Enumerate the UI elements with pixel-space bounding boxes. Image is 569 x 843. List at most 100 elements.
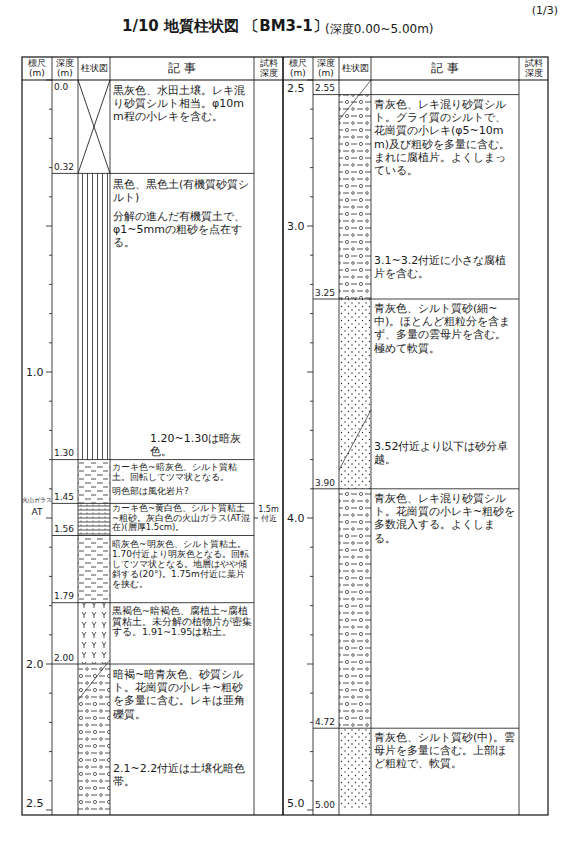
- scale-tick: [49, 634, 52, 635]
- scale-tick: [46, 80, 52, 81]
- log-text: 1.5m付近: [255, 506, 282, 524]
- scale-tick: [310, 605, 313, 606]
- log-text: 4.72: [315, 717, 339, 727]
- scale-tick: [49, 751, 52, 752]
- scale-tick: [49, 313, 52, 314]
- log-text: 深度 (m): [313, 58, 339, 78]
- scale-tick: [310, 459, 313, 460]
- scale-tick: [310, 751, 313, 752]
- scale-tick: [49, 109, 52, 110]
- log-text: 0.32: [54, 162, 78, 172]
- scale-tick: [310, 284, 313, 285]
- scale-tick: [307, 664, 313, 665]
- log-text: 3.52付近より以下は砂分卓越。: [374, 440, 516, 466]
- scale-tick: [49, 167, 52, 168]
- log-text: 火山ガラス: [22, 497, 52, 504]
- log-text: 標尺 (m): [22, 58, 52, 78]
- log-text: 柱状図: [339, 63, 371, 73]
- log-text: 標尺 (m): [283, 58, 313, 78]
- log-text: 試料深度: [259, 58, 279, 78]
- scale-tick: [307, 226, 313, 227]
- scale-tick: [310, 576, 313, 577]
- scale-tick: [310, 401, 313, 402]
- scale-tick: [49, 138, 52, 139]
- log-text: 3.90: [315, 478, 339, 488]
- scale-tick: [49, 196, 52, 197]
- scale-tick: [49, 488, 52, 489]
- log-text: 2.55: [315, 83, 339, 93]
- scale-tick: [49, 780, 52, 781]
- scale-tick: [49, 547, 52, 548]
- log-text: 深度 (m): [52, 58, 78, 78]
- log-text: 黒褐色~暗褐色、腐植土~腐植質粘土。未分解の植物片が密集する。1.91~1.95…: [112, 606, 252, 638]
- log-text: 青灰色、シルト質砂(中)。雲母片を多量に含む。上部ほど粗粒で、軟質。: [374, 731, 516, 771]
- scale-tick: [307, 372, 313, 373]
- log-text: 柱状図: [78, 63, 110, 73]
- scale-tick: [307, 80, 313, 81]
- log-text: 1.30: [54, 448, 78, 458]
- scale-tick: [310, 488, 313, 489]
- log-text: 暗褐~暗青灰色、砂質シルト。花崗質の小レキ~粗砂を多量に含む。レキは亜角礫質。: [113, 668, 251, 721]
- log-text: 2.5: [287, 82, 309, 95]
- scale-tick: [310, 342, 313, 343]
- scale-tick: [49, 576, 52, 577]
- log-text: 1.56: [54, 524, 78, 534]
- log-text: AT: [26, 507, 48, 517]
- scale-tick: [307, 810, 313, 811]
- scale-tick: [310, 255, 313, 256]
- log-text: (深度0.00~5.00m): [325, 22, 485, 36]
- scale-tick: [310, 693, 313, 694]
- log-text: 青灰色、レキ混り砂質シルト。グライ質のシルトで、花崗質の小レキ(φ5~10mm)…: [374, 98, 516, 177]
- log-text: 暗灰色~明灰色、シルト質粘土。1.70付近より明灰色となる。回転してツマ状となる…: [112, 539, 252, 589]
- log-text: 青灰色、シルト質砂(細~中)。ほとんど粗粒分を含まず、多量の雲母片を含む。極めて…: [374, 302, 516, 355]
- log-text: 黒灰色、水田土壌。レキ混り砂質シルト相当。φ10mm程の小レキを含む。: [113, 84, 251, 124]
- scale-tick: [49, 255, 52, 256]
- log-text: 0.0: [54, 82, 78, 92]
- scale-tick: [310, 313, 313, 314]
- scale-tick: [310, 430, 313, 431]
- log-text: 記 事: [110, 61, 254, 75]
- scale-tick: [310, 634, 313, 635]
- scale-tick: [46, 372, 52, 373]
- log-text: 3.25: [315, 288, 339, 298]
- log-text: 5.0: [287, 797, 309, 810]
- log-text: 1.20~1.30は暗灰色。: [150, 432, 252, 458]
- scale-tick: [310, 167, 313, 168]
- scale-tick: [307, 518, 313, 519]
- log-text: (1/3): [510, 4, 558, 17]
- scale-tick: [310, 138, 313, 139]
- log-text: 3.1~3.2付近に小さな腐植片を含む。: [374, 254, 516, 280]
- scale-tick: [310, 722, 313, 723]
- scale-tick: [46, 226, 52, 227]
- log-text: 2.0: [26, 658, 48, 671]
- scale-tick: [310, 109, 313, 110]
- log-text: 4.0: [287, 512, 309, 525]
- scale-tick: [49, 401, 52, 402]
- scale-tick: [49, 342, 52, 343]
- log-text: カーキ色~黄白色、シルト質粘土~粗砂。灰白色の火山ガラス(AT混在)(層厚1.5…: [112, 504, 252, 533]
- log-text: 5.00: [315, 800, 339, 810]
- log-title: 1/10 地質柱状図 〔BM3-1〕: [122, 17, 328, 36]
- log-text: 黒色、黒色土(有機質砂質シルト): [113, 178, 251, 204]
- log-text: 青灰色、レキ混り砂質シルト。花崗質の小レキ~粗砂を多数混入する。よくしまる。: [374, 492, 516, 545]
- scale-tick: [49, 722, 52, 723]
- log-text: 試料深度: [524, 58, 544, 78]
- log-text: カーキ色~暗灰色、シルト質粘土。回転してツマ状となる。: [112, 462, 252, 482]
- scale-tick: [310, 780, 313, 781]
- log-text: 記 事: [371, 61, 519, 75]
- scale-tick: [46, 810, 52, 811]
- log-text: 3.0: [287, 220, 309, 233]
- scale-tick: [49, 459, 52, 460]
- scale-tick: [310, 547, 313, 548]
- log-text: 明色部は風化岩片?: [112, 486, 252, 496]
- scale-tick: [49, 284, 52, 285]
- log-text: 1.79: [54, 591, 78, 601]
- scale-tick: [49, 693, 52, 694]
- scale-tick: [310, 196, 313, 197]
- log-text: 2.1~2.2付近は土壌化暗色帯。: [113, 762, 251, 788]
- scale-tick: [46, 518, 52, 519]
- log-text: 1.0: [26, 366, 48, 379]
- scale-tick: [46, 664, 52, 665]
- scale-tick: [49, 430, 52, 431]
- scale-tick: [49, 605, 52, 606]
